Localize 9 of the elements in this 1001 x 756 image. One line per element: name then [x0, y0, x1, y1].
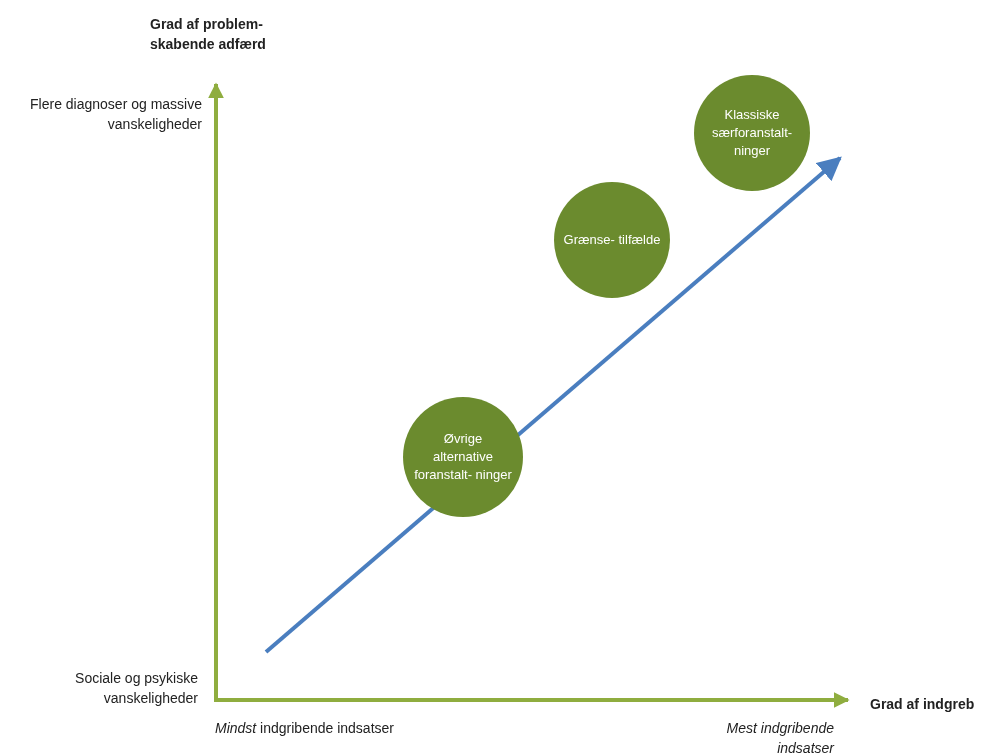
axis-title: Grad af indgreb: [870, 695, 976, 714]
axis-level-label: Sociale og psykiske vanskeligheder: [74, 669, 198, 708]
circle-label: Klassiske særforanstalt- ninger: [710, 106, 794, 160]
axis-end-label: Mest indgribende indsatser: [725, 719, 834, 756]
axis-level-label: Flere diagnoser og massive vanskeligheder: [29, 95, 202, 134]
axis-end-label: Mindst indgribende indsatser: [215, 719, 395, 738]
circle-label: Grænse- tilfælde: [563, 231, 661, 249]
axis-title: Grad af problem- skabende adfærd: [150, 15, 267, 54]
circle-label: Øvrige alternative foranstalt- ninger: [413, 430, 513, 484]
